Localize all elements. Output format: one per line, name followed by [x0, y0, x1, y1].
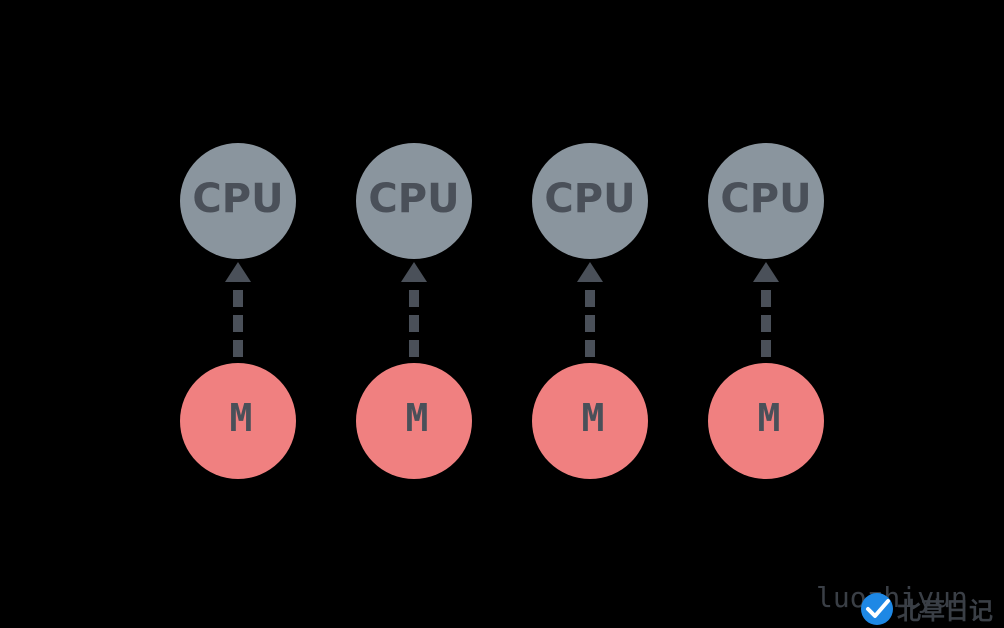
m-label-4: M: [758, 396, 781, 440]
cpu-node-4: [708, 143, 824, 259]
arrow-up-icon-4: [753, 262, 779, 282]
m-label-2: M: [406, 396, 429, 440]
m-node-3: [532, 363, 648, 479]
cpu-node-2: [356, 143, 472, 259]
cpu-node-3: [532, 143, 648, 259]
arrow-up-icon-2: [401, 262, 427, 282]
arrow-up-icon-3: [577, 262, 603, 282]
column-4: CPU M: [708, 143, 824, 479]
cpu-label-4: CPU: [720, 176, 811, 222]
watermark: luozhiyun 北草日记: [816, 581, 993, 625]
m-node-2: [356, 363, 472, 479]
cpu-label-1: CPU: [192, 176, 283, 222]
watermark-name: 北草日记: [897, 597, 993, 625]
cpu-label-2: CPU: [368, 176, 459, 222]
m-label-3: M: [582, 396, 605, 440]
check-badge-icon: [861, 593, 893, 625]
m-label-1: M: [230, 396, 253, 440]
column-1: CPU M: [180, 143, 296, 479]
arrow-up-icon-1: [225, 262, 251, 282]
m-node-1: [180, 363, 296, 479]
column-3: CPU M: [532, 143, 648, 479]
column-2: CPU M: [356, 143, 472, 479]
cpu-node-1: [180, 143, 296, 259]
cpu-label-3: CPU: [544, 176, 635, 222]
m-node-4: [708, 363, 824, 479]
